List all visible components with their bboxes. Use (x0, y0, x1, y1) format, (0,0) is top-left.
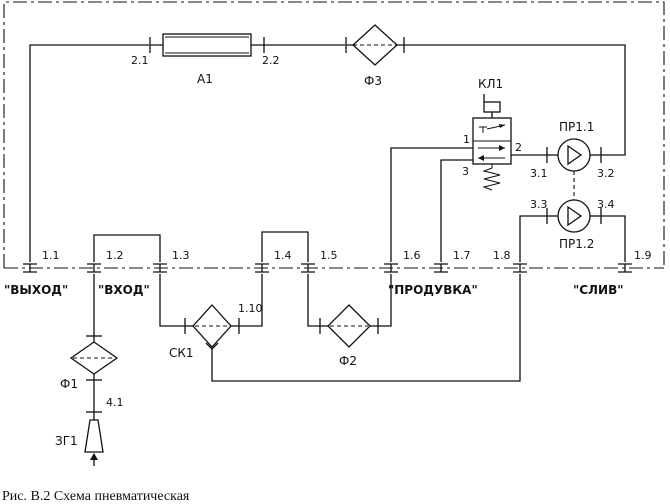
valve-port-1: 1 (463, 133, 470, 146)
port-1-4: 1.4 (274, 249, 292, 262)
top-line (29, 44, 626, 262)
port-1-6: 1.6 (403, 249, 421, 262)
fitting-1-8 (513, 263, 527, 273)
generator-zg1 (84, 411, 104, 466)
fitting-1-1 (23, 263, 37, 273)
fitting-1-2 (87, 263, 101, 273)
component-labels: А1 Ф3 КЛ1 ПР1.1 ПР1.2 СК1 Ф2 Ф1 ЗГ1 (55, 72, 594, 448)
enclosure-boundary (3, 1, 665, 269)
lower-wiring (93, 231, 521, 412)
label-a1: А1 (197, 72, 213, 86)
filter-f3 (345, 24, 405, 66)
port-labels: 2.1 2.2 1.1 1.2 1.3 1.4 1.5 1.6 1.7 1.8 … (42, 54, 652, 409)
label-f2: Ф2 (339, 354, 357, 368)
port-1-2: 1.2 (106, 249, 124, 262)
label-vhod: "ВХОД" (98, 283, 150, 297)
label-pr12: ПР1.2 (559, 237, 594, 251)
label-sk1: СК1 (169, 346, 194, 360)
sensor-pr11 (546, 138, 602, 172)
port-1-3: 1.3 (172, 249, 190, 262)
valve-port-3: 3 (462, 165, 469, 178)
port-1-5: 1.5 (320, 249, 338, 262)
fitting-1-6 (384, 263, 398, 273)
port-4-1: 4.1 (106, 396, 124, 409)
label-kl1: КЛ1 (478, 77, 503, 91)
label-produvka: "ПРОДУВКА" (388, 283, 478, 297)
sensor-lines (519, 215, 626, 262)
fitting-1-7 (434, 263, 448, 273)
port-1-9: 1.9 (634, 249, 652, 262)
label-pr11: ПР1.1 (559, 120, 594, 134)
panel-fittings (23, 263, 632, 273)
label-zg1: ЗГ1 (55, 434, 78, 448)
label-f1: Ф1 (60, 377, 78, 391)
port-3-2: 3.2 (597, 167, 615, 180)
fitting-1-4 (255, 263, 269, 273)
figure-caption: Рис. В.2 Схема пневматическая (2, 489, 190, 504)
valve-port-2: 2 (515, 141, 522, 154)
sensor-pr12 (546, 199, 602, 233)
fitting-1-9 (618, 263, 632, 273)
port-2-1: 2.1 (131, 54, 149, 67)
label-sliv: "СЛИВ" (573, 283, 623, 297)
filter-f2 (319, 304, 379, 348)
port-3-4: 3.4 (597, 198, 615, 211)
port-3-3: 3.3 (530, 198, 548, 211)
valve-kl1 (472, 94, 512, 191)
unit-a1 (149, 33, 265, 57)
label-f3: Ф3 (364, 74, 382, 88)
port-3-1: 3.1 (530, 167, 548, 180)
port-2-2: 2.2 (262, 54, 280, 67)
fitting-1-5 (301, 263, 315, 273)
port-1-8: 1.8 (493, 249, 511, 262)
label-vyhod: "ВЫХОД" (4, 283, 68, 297)
filter-f1 (69, 335, 119, 381)
panel-labels: "ВЫХОД" "ВХОД" "ПРОДУВКА" "СЛИВ" (4, 283, 623, 297)
port-1-1: 1.1 (42, 249, 60, 262)
fitting-1-3 (153, 263, 167, 273)
valve-lines (390, 147, 547, 262)
separator-sk1 (184, 304, 240, 350)
port-1-7: 1.7 (453, 249, 471, 262)
port-1-10: 1.10 (238, 302, 263, 315)
